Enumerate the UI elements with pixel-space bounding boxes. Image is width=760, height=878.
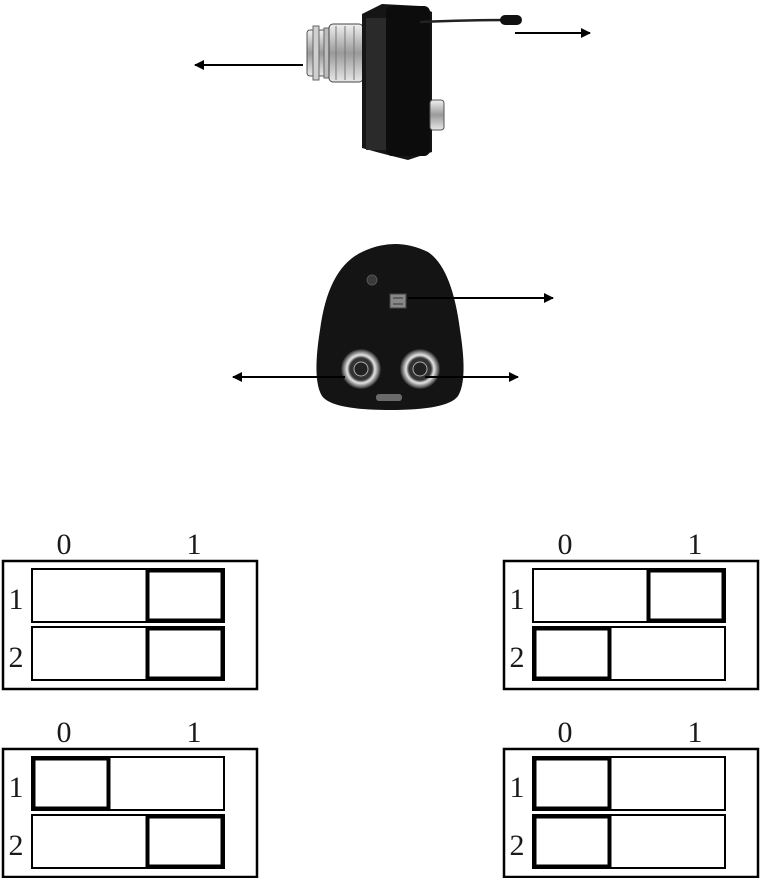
dip-switch-slot [533,627,725,680]
dip-switch-icon [390,294,406,308]
dip-row-label: 1 [510,771,525,804]
dip-row-label: 1 [510,583,525,616]
dip-switch-slot [32,815,224,868]
dip-column-label: 1 [688,528,703,561]
bnc-side-device-image [307,4,522,160]
dip-column-label: 0 [558,716,573,749]
dip-row-label: 2 [9,829,24,862]
dip-row-label: 2 [510,641,525,674]
dip-switch-slot [533,569,725,622]
dip-column-label: 0 [57,528,72,561]
dip-row-label: 2 [9,641,24,674]
bnc-back-device-image [316,244,463,410]
dip-column-label: 1 [187,716,202,749]
dip-switch-slot [32,569,224,622]
dip-switch-slot [533,757,725,810]
dip-column-label: 0 [57,716,72,749]
dip-row-label: 1 [9,771,24,804]
dip-row-label: 2 [510,829,525,862]
dip-switch-slot [32,627,224,680]
dip-column-label: 0 [558,528,573,561]
bnc-connector-icon [307,24,363,82]
dip-switch-slot [32,757,224,810]
dip-row-label: 1 [9,583,24,616]
dip-switch-slot [533,815,725,868]
dip-column-label: 1 [187,528,202,561]
dip-column-label: 1 [688,716,703,749]
